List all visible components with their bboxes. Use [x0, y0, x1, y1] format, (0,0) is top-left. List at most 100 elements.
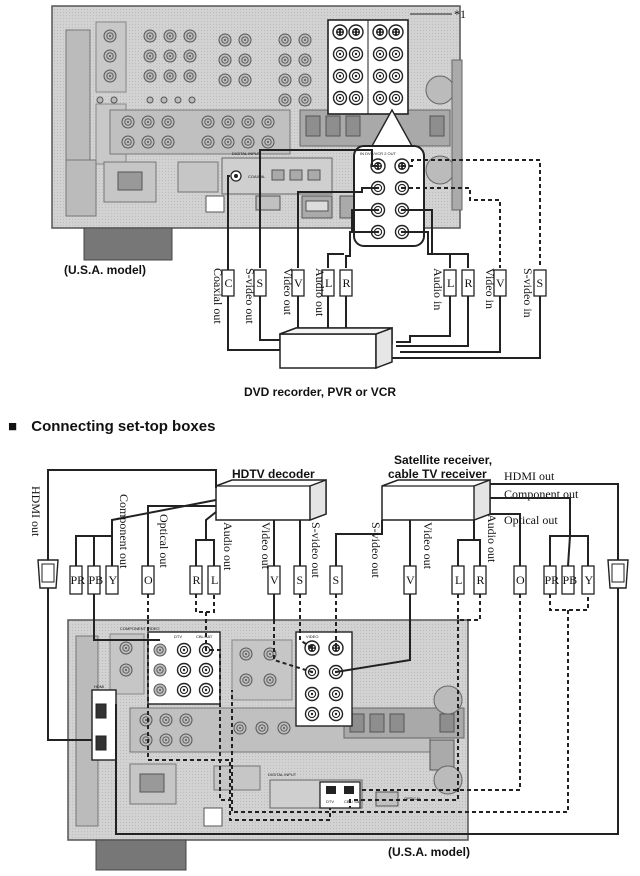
svg-text:S: S — [257, 276, 264, 290]
panel-optical-label: OPTICAL — [404, 796, 422, 801]
component-video-label: COMPONENT VIDEO — [120, 626, 160, 631]
plug-audio-left-r: R — [189, 565, 203, 595]
label-optical-out-right: Optical out — [504, 513, 558, 527]
satellite-label-line1: Satellite receiver, — [394, 453, 492, 467]
plug-s-video-left: S — [293, 565, 307, 595]
label-component-out-left: Component out — [117, 494, 131, 569]
panel-dtv-optical-label: DTV — [326, 799, 334, 804]
plug-audio-out-l: L — [321, 269, 335, 297]
svg-text:PR: PR — [545, 573, 560, 587]
svg-text:C: C — [225, 276, 233, 290]
plug-component-left-pb: PB — [87, 565, 104, 595]
dvd-recorder-device — [279, 326, 393, 370]
svg-text:R: R — [343, 276, 351, 290]
plug-optical-left: O — [141, 565, 155, 595]
top-cable-labels: Coaxial out S-video out Video out Audio … — [211, 268, 535, 324]
plug-coaxial: C — [221, 269, 235, 297]
svg-text:S: S — [537, 276, 544, 290]
plug-component-left-y: Y — [105, 565, 119, 595]
plug-s-video-out: S — [253, 269, 267, 297]
satellite-label-line2: cable TV receiver — [388, 467, 487, 481]
svg-text:R: R — [465, 276, 473, 290]
label-video-out-right: Video out — [421, 522, 435, 570]
vcr-dvr-zoom-panel: IN DVR/VCR 2 OUT — [353, 145, 425, 247]
label-s-video-out-right: S-video out — [369, 522, 383, 578]
svg-text:S: S — [297, 573, 304, 587]
plug-audio-out-r: R — [339, 269, 353, 297]
panel-video-label: VIDEO — [306, 634, 318, 639]
bottom-cables — [47, 469, 619, 835]
dvr-vcr-in-out-label: IN DVR/VCR 2 OUT — [360, 151, 397, 156]
svg-text:Y: Y — [109, 573, 118, 587]
top-model-label: (U.S.A. model) — [64, 263, 146, 277]
bottom-digital-input-label: DIGITAL INPUT — [268, 772, 297, 777]
label-s-video-out: S-video out — [243, 268, 257, 324]
label-hdmi-out-left: HDMI out — [29, 486, 43, 537]
svg-text:Y: Y — [585, 573, 594, 587]
svg-text:L: L — [447, 276, 454, 290]
plug-audio-left-l: L — [207, 565, 221, 595]
svg-text:L: L — [211, 573, 218, 587]
plug-hdmi-left — [37, 559, 59, 589]
plug-component-right-pr: PR — [543, 565, 560, 595]
satellite-receiver-device: Satellite receiver, cable TV receiver — [381, 453, 492, 522]
svg-text:R: R — [477, 573, 485, 587]
label-coaxial-out: Coaxial out — [211, 268, 225, 324]
plug-audio-in-r: R — [461, 269, 475, 297]
svg-text:L: L — [325, 276, 332, 290]
digital-input-label: DIGITAL INPUT — [232, 151, 261, 156]
svg-text:O: O — [144, 573, 153, 587]
label-audio-out-left: Audio out — [221, 522, 235, 571]
svg-text:V: V — [496, 276, 505, 290]
plug-video-out: V — [291, 269, 305, 297]
plug-component-right-y: Y — [581, 565, 595, 595]
plug-optical-right: O — [513, 565, 527, 595]
digital-input-block: DIGITAL INPUT COAXIAL — [221, 151, 333, 195]
label-audio-out: Audio out — [313, 268, 327, 317]
svg-text:V: V — [406, 573, 415, 587]
plug-component-left-pr: PR — [69, 565, 85, 595]
plug-audio-right-r: R — [473, 565, 487, 595]
label-video-in: Video in — [483, 268, 497, 309]
svg-text:S: S — [333, 573, 340, 587]
bottom-model-label: (U.S.A. model) — [388, 845, 470, 859]
hdtv-decoder-label: HDTV decoder — [232, 467, 315, 481]
svg-text:PB: PB — [563, 573, 578, 587]
label-video-out: Video out — [281, 268, 295, 316]
dvd-recorder-caption: DVD recorder, PVR or VCR — [244, 385, 396, 399]
top-small-jack-row — [96, 96, 196, 104]
panel-cbl-sat-optical-label: CBL/ SAT — [344, 799, 362, 804]
top-speaker-terminals — [305, 115, 445, 137]
svg-text:V: V — [270, 573, 279, 587]
hdtv-decoder-device: HDTV decoder — [215, 467, 327, 522]
svg-text:PB: PB — [89, 573, 104, 587]
label-s-video-out-left: S-video out — [309, 522, 323, 578]
plug-video-left: V — [267, 565, 281, 595]
panel-cbl-sat-label: CBL/SAT — [196, 634, 213, 639]
bottom-cable-labels: HDMI out Component out Optical out Audio… — [29, 486, 499, 578]
plug-s-video-in: S — [533, 269, 547, 297]
section-bullet: ■ — [8, 418, 18, 435]
label-s-video-in: S-video in — [521, 268, 535, 318]
vcr-dvr-jack-block — [327, 19, 409, 115]
label-audio-out-right: Audio out — [485, 514, 499, 563]
video-input-jack-block: VIDEO — [295, 631, 353, 727]
svg-text:V: V — [294, 276, 303, 290]
panel-hdmi-label: HDMI — [94, 684, 104, 689]
bottom-plugs: PR PB Y O R L V S — [37, 559, 629, 595]
bottom-receiver-panel: COMPONENT VIDEO DTV CBL/SAT HDMI DIGITAL… — [67, 619, 469, 871]
label-audio-in: Audio in — [431, 268, 445, 310]
svg-text:R: R — [193, 573, 201, 587]
plug-audio-in-l: L — [443, 269, 457, 297]
footnote-marker: *1 — [454, 7, 466, 21]
top-plugs: C S V L R L R V — [221, 269, 547, 297]
label-optical-out-left: Optical out — [157, 514, 171, 568]
label-hdmi-out-right: HDMI out — [504, 469, 555, 483]
plug-video-right: V — [403, 565, 417, 595]
coaxial-label: COAXIAL — [248, 174, 266, 179]
plug-s-video-right: S — [329, 565, 343, 595]
section-heading: ■ Connecting set-top boxes — [8, 418, 215, 435]
panel-dtv-label: DTV — [174, 634, 182, 639]
label-video-out-left: Video out — [259, 522, 273, 570]
